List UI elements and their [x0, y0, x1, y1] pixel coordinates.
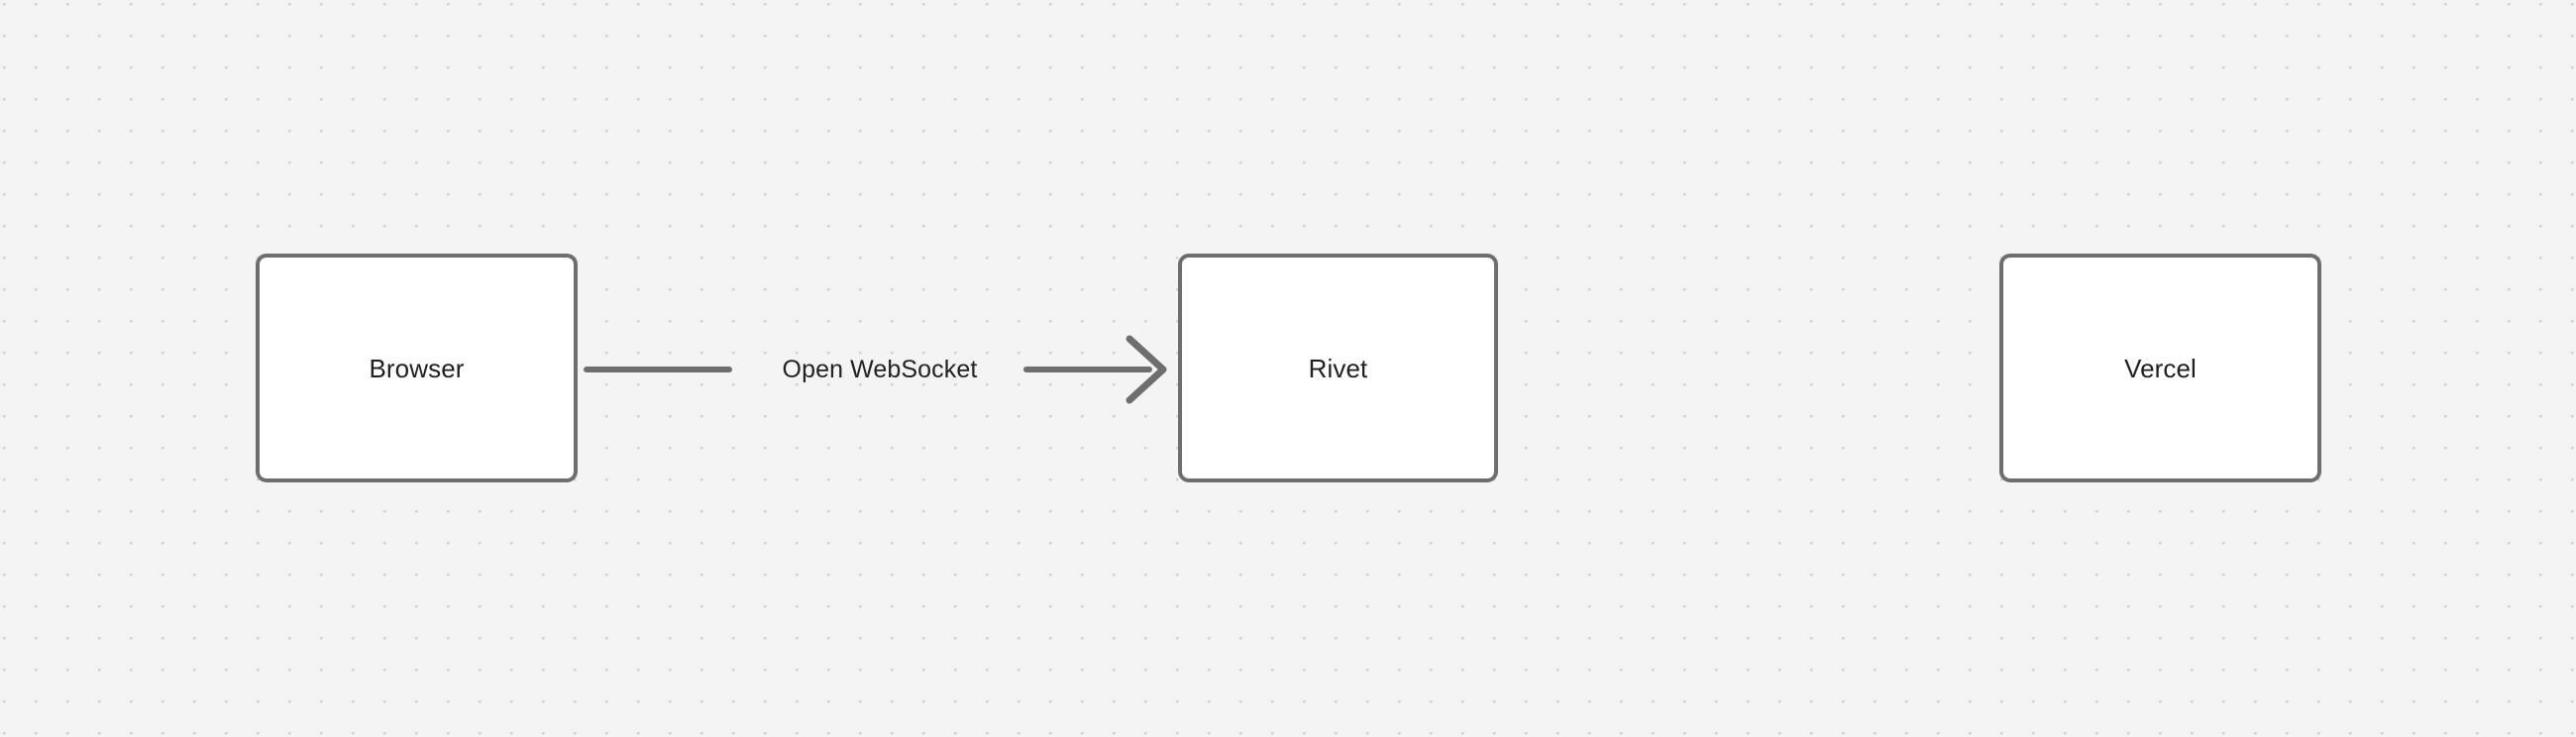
node-rivet[interactable]: Rivet — [1178, 254, 1498, 482]
edge-label-open-websocket: Open WebSocket — [782, 356, 978, 383]
node-rivet-label: Rivet — [1308, 353, 1368, 383]
node-browser[interactable]: Browser — [256, 254, 578, 482]
node-browser-label: Browser — [369, 353, 465, 383]
node-vercel[interactable]: Vercel — [1999, 254, 2321, 482]
node-vercel-label: Vercel — [2124, 353, 2197, 383]
arrowhead-icon — [1126, 335, 1167, 404]
